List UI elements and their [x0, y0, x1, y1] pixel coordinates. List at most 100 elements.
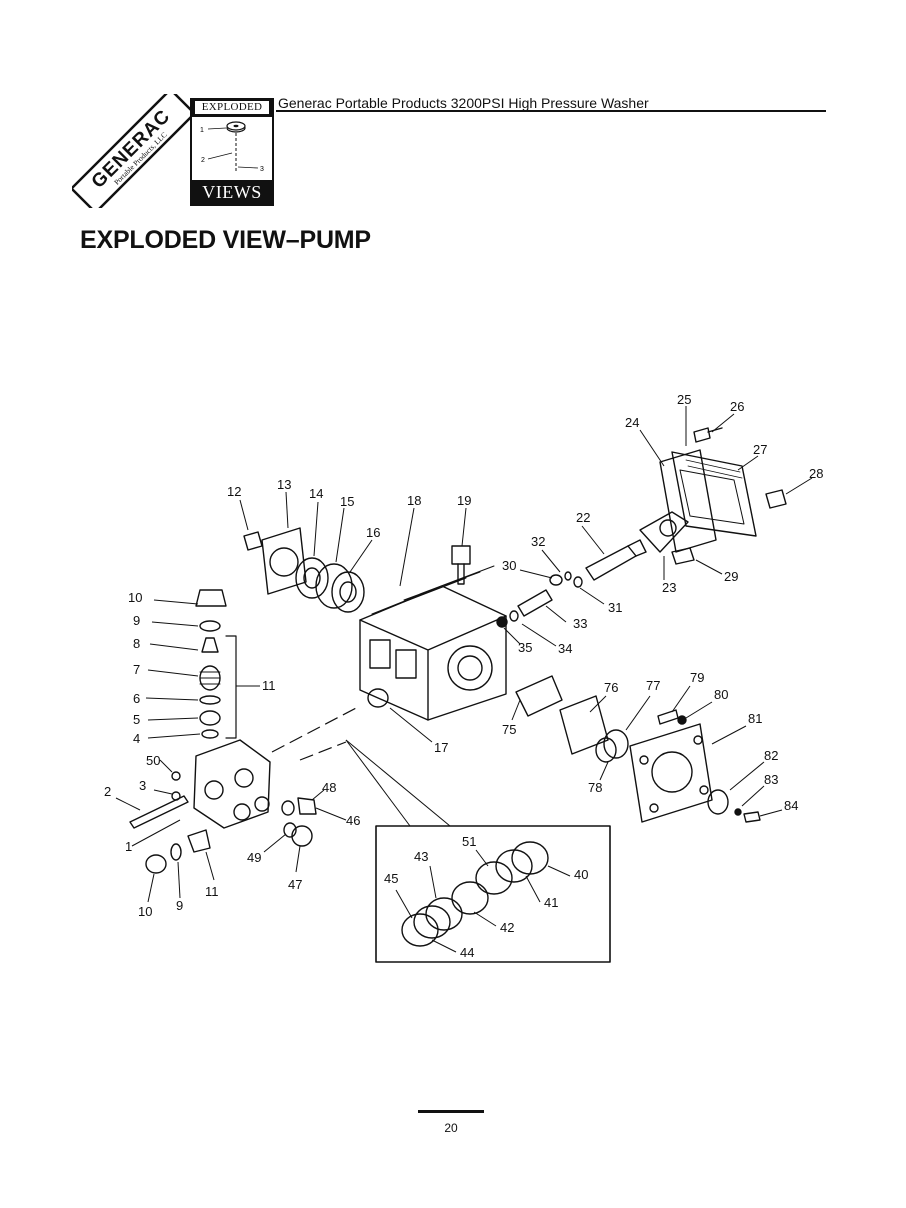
- callout-label: 80: [714, 687, 728, 702]
- badge-number: 3: [260, 166, 264, 173]
- callout-label: 14: [309, 486, 323, 501]
- callout-label: 41: [544, 895, 558, 910]
- callout-label: 48: [322, 780, 336, 795]
- header-rule: [276, 110, 826, 112]
- gasket-24-shape: [659, 449, 717, 553]
- plunger-guide-22-shape: [585, 545, 637, 581]
- callout-label: 84: [784, 798, 798, 813]
- callout-label: 7: [133, 662, 140, 677]
- callout-label: 83: [764, 772, 778, 787]
- pin-29-shape: [671, 547, 695, 565]
- plunger-33-shape: [517, 589, 553, 617]
- callout-label: 8: [133, 636, 140, 651]
- callout-label: 25: [677, 392, 691, 407]
- callout-label: 46: [346, 813, 360, 828]
- plug-12-shape: [243, 531, 263, 551]
- callout-label: 79: [690, 670, 704, 685]
- bolt-84-shape: [743, 811, 761, 823]
- oring-4-shape: [201, 729, 219, 739]
- callout-label: 81: [748, 711, 762, 726]
- bearing-15-shape: [315, 563, 353, 609]
- screw-26-shape: [693, 427, 711, 443]
- badge-number: 2: [201, 157, 205, 164]
- callout-label: 43: [414, 849, 428, 864]
- exploded-parts-icon: 1 2 3: [200, 121, 264, 173]
- callout-label: 49: [247, 850, 261, 865]
- flange-81-shape: [629, 723, 713, 823]
- callout-label: 31: [608, 600, 622, 615]
- callout-label: 33: [573, 616, 587, 631]
- callout-label: 4: [133, 731, 140, 746]
- bolt-79-shape: [657, 709, 679, 725]
- ring-43-shape: [425, 897, 463, 931]
- callout-label: 30: [502, 558, 516, 573]
- cover-27-shape: [671, 451, 757, 537]
- ring-42-shape: [451, 881, 489, 915]
- callout-label: 29: [724, 569, 738, 584]
- callout-labels: 25 26 24 27 28 12 13 14 15 16 18 19 22 3…: [104, 392, 823, 960]
- fitting-47-shape: [291, 825, 313, 847]
- callout-label: 77: [646, 678, 660, 693]
- badge-top-text: EXPLODED: [195, 101, 269, 114]
- callout-label: 76: [604, 680, 618, 695]
- washer-3-shape: [171, 791, 181, 801]
- callout-label: 9: [176, 898, 183, 913]
- seal-31-shape: [573, 576, 583, 588]
- ring-40-shape: [511, 841, 549, 875]
- bearing-16-shape: [331, 571, 365, 613]
- callout-label: 45: [384, 871, 398, 886]
- ring-44-shape: [413, 905, 451, 939]
- plug-28-shape: [765, 489, 787, 509]
- pump-exploded-diagram: 25 26 24 27 28 12 13 14 15 16 18 19 22 3…: [104, 392, 823, 963]
- callout-label: 10: [128, 590, 142, 605]
- sleeve-76-shape: [559, 695, 609, 755]
- oring-48-shape: [281, 800, 295, 816]
- oring-32-shape: [564, 571, 572, 581]
- washer-83-shape: [734, 808, 742, 816]
- valve-8-shape: [201, 637, 219, 653]
- oring-49-shape: [283, 822, 297, 838]
- svg-text:GENERAC: GENERAC: [88, 106, 175, 193]
- callout-label: 78: [588, 780, 602, 795]
- callout-label: 26: [730, 399, 744, 414]
- callout-label: 5: [133, 712, 140, 727]
- callout-label: 2: [104, 784, 111, 799]
- plate-13-shape: [261, 527, 307, 595]
- callout-label: 16: [366, 525, 380, 540]
- callout-label: 15: [340, 494, 354, 509]
- generac-logo: GENERAC Portable Products, LLC: [72, 94, 194, 208]
- callout-label: 18: [407, 493, 421, 508]
- oil-cap-19-shape: [451, 545, 471, 565]
- con-rod-23-shape: [639, 511, 689, 553]
- callout-label: 28: [809, 466, 823, 481]
- callout-label: 12: [227, 484, 241, 499]
- oring-34-shape: [509, 610, 519, 622]
- page-number: 20: [444, 1121, 458, 1135]
- callout-label: 51: [462, 834, 476, 849]
- callout-label: 27: [753, 442, 767, 457]
- callout-label: 42: [500, 920, 514, 935]
- callout-label: 11: [205, 884, 219, 899]
- callout-label: 24: [625, 415, 639, 430]
- callout-label: 3: [139, 778, 146, 793]
- callout-label: 50: [146, 753, 160, 768]
- callout-label: 6: [133, 691, 140, 706]
- cap-10-shape: [195, 589, 227, 607]
- nut-50-shape: [171, 771, 181, 781]
- callout-label: 9: [133, 613, 140, 628]
- callout-label: 44: [460, 945, 474, 960]
- bolt-2-shape: [129, 795, 189, 829]
- ring-51-shape: [475, 861, 513, 895]
- oring-9-shape: [199, 620, 221, 632]
- callout-label: 10: [138, 904, 152, 919]
- page-heading: EXPLODED VIEW–PUMP: [80, 226, 371, 254]
- document-header-title: Generac Portable Products 3200PSI High P…: [278, 95, 649, 111]
- seal-78-shape: [595, 737, 617, 763]
- manifold-1-shape: [193, 739, 271, 829]
- callout-label: 23: [662, 580, 676, 595]
- ring-45-shape: [401, 913, 439, 947]
- callout-label: 1: [125, 839, 132, 854]
- badge-number: 1: [200, 127, 204, 134]
- callout-label: 34: [558, 641, 572, 656]
- callout-label: 40: [574, 867, 588, 882]
